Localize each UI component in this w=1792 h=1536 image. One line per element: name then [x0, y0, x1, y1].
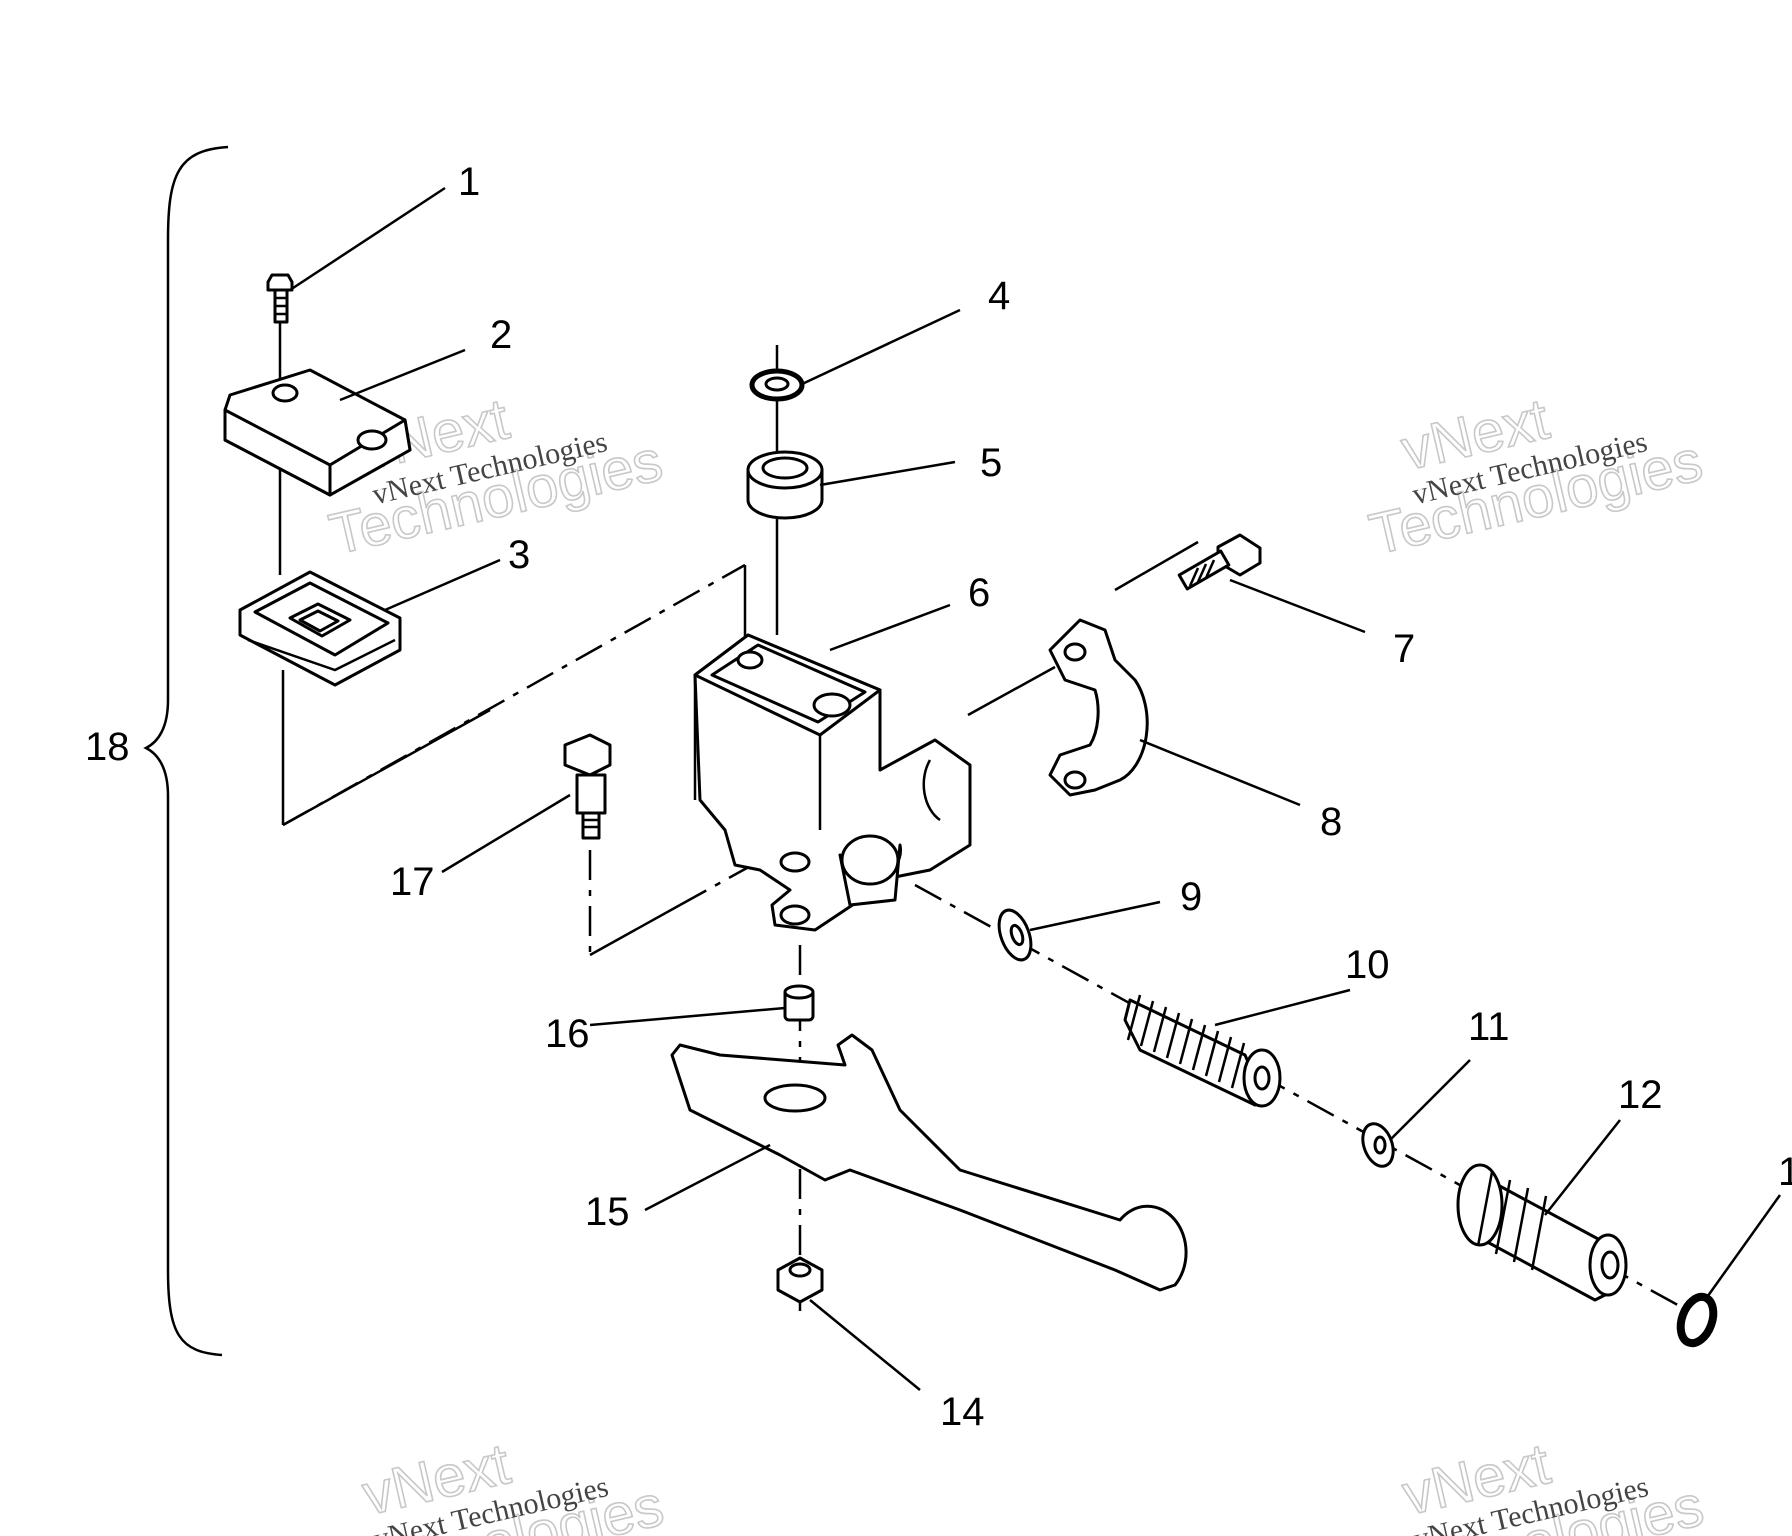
callout-2: 2	[490, 313, 512, 357]
part-15-brake-lever	[670, 1033, 1188, 1292]
callout-1: 1	[458, 160, 480, 204]
part-3-diaphragm	[238, 570, 402, 687]
callout-4: 4	[988, 274, 1010, 318]
axis-diaphragm-body	[282, 563, 746, 827]
part-11-washer	[1361, 1122, 1395, 1168]
watermark-top-right: vNext Technologies vNext Technologies	[1363, 386, 1709, 569]
axis-bolt-clamp	[1114, 540, 1199, 592]
part-17-pivot-bolt	[563, 733, 612, 840]
callout-6: 6	[968, 571, 990, 615]
part-4-washer	[749, 368, 805, 402]
part-1-screw	[266, 273, 294, 324]
leader-lines	[289, 186, 1782, 1391]
callout-14: 14	[940, 1390, 985, 1434]
callout-5: 5	[980, 441, 1002, 485]
callout-17: 17	[390, 860, 435, 904]
part-6-master-cylinder-body	[693, 633, 972, 932]
part-7-bolt	[1177, 533, 1262, 591]
callout-9: 9	[1180, 875, 1202, 919]
axis-clamp-body	[967, 665, 1056, 717]
callout-3: 3	[508, 533, 530, 577]
callout-12: 12	[1618, 1073, 1663, 1117]
callout-13: 1	[1778, 1150, 1792, 1194]
part-2-reservoir-cover	[223, 368, 412, 497]
watermark-bottom-right: vNext Technologies vNext Technologies	[1364, 1430, 1710, 1536]
axis-pivot-link	[589, 903, 681, 957]
callout-10: 10	[1345, 943, 1390, 987]
part-8-handlebar-clamp	[1048, 618, 1149, 797]
part-10-spring	[1123, 994, 1282, 1108]
callout-16: 16	[545, 1012, 590, 1056]
part-14-nut	[776, 1256, 824, 1304]
callout-7: 7	[1393, 627, 1415, 671]
callout-15: 15	[585, 1190, 630, 1234]
part-13-o-ring	[1676, 1292, 1718, 1348]
watermark-bottom-left: vNext Technologies vNext Technologies	[324, 1430, 670, 1536]
assembly-bracket	[143, 145, 229, 1357]
callout-18: 18	[85, 725, 130, 769]
part-16-bushing	[783, 984, 815, 1022]
part-9-washer	[997, 908, 1033, 962]
callout-11: 11	[1468, 1005, 1510, 1049]
part-5-seal-cup	[746, 450, 824, 520]
part-12-piston	[1456, 1163, 1628, 1302]
callout-8: 8	[1320, 800, 1342, 844]
